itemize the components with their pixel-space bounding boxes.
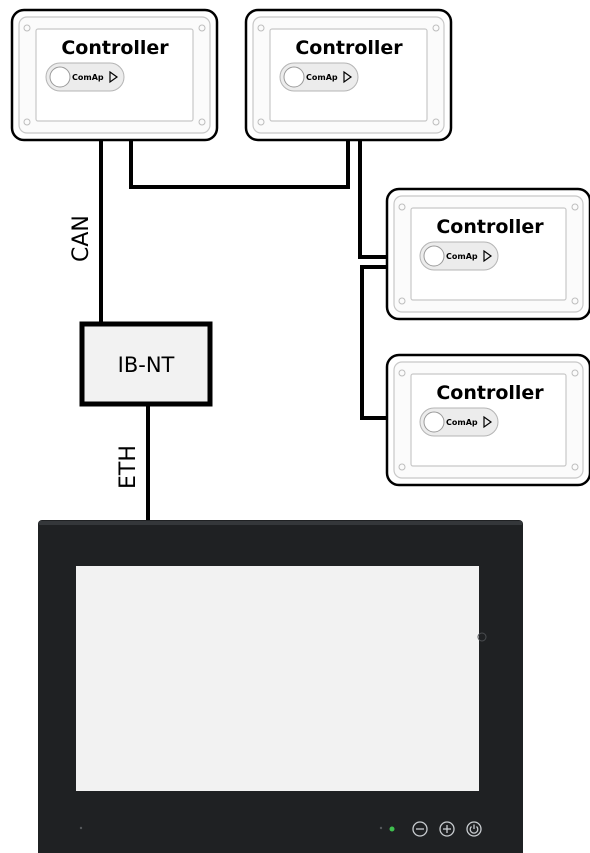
screw-icon (198, 118, 206, 126)
brand-arrow-icon (483, 415, 493, 429)
brand-arrow-icon (343, 70, 353, 84)
controller-2: Controller ComAp (244, 8, 453, 142)
screw-icon (432, 24, 440, 32)
screw-icon (398, 369, 406, 377)
power-button[interactable] (466, 821, 482, 837)
controller-link-wire (129, 137, 350, 189)
brand-arrow-icon (109, 70, 119, 84)
screw-icon (398, 463, 406, 471)
screw-icon (571, 369, 579, 377)
badge-button-icon (423, 245, 445, 267)
screw-icon (257, 118, 265, 126)
status-led (389, 826, 395, 832)
wiring (99, 137, 392, 520)
branch-wire (360, 265, 392, 420)
bezel-highlight (39, 521, 522, 525)
minus-icon (412, 821, 428, 837)
controller-3: Controller ComAp (385, 187, 590, 321)
screw-icon (398, 203, 406, 211)
plus-icon (439, 821, 455, 837)
bus-wire (358, 137, 392, 259)
screw-icon (198, 24, 206, 32)
brand-text: ComAp (446, 418, 478, 427)
brand-arrow-icon (483, 249, 493, 263)
badge-button-icon (49, 66, 71, 88)
screw-icon (398, 297, 406, 305)
screw-icon (23, 118, 31, 126)
minus-button[interactable] (412, 821, 428, 837)
screw-icon (432, 118, 440, 126)
indicator-dot (379, 826, 383, 830)
controller-title: Controller (295, 37, 403, 59)
screw-icon (23, 24, 31, 32)
brand-text: ComAp (306, 73, 338, 82)
controller-title: Controller (61, 37, 169, 59)
display-screen (76, 566, 479, 791)
brand-text: ComAp (446, 252, 478, 261)
controller-title: Controller (436, 382, 544, 404)
screw-icon (571, 463, 579, 471)
controller-title: Controller (436, 216, 544, 238)
registered-mark-icon (477, 632, 487, 642)
power-icon (466, 821, 482, 837)
gateway-label: IB-NT (118, 353, 175, 377)
controller-4: Controller ComAp (385, 353, 590, 487)
controller-1: Controller ComAp (10, 8, 219, 142)
badge-button-icon (423, 411, 445, 433)
plus-button[interactable] (439, 821, 455, 837)
brand-text: ComAp (72, 73, 104, 82)
eth-label: ETH (116, 445, 141, 489)
ib-nt-gateway: IB-NT (79, 321, 213, 407)
sensor-dot (79, 826, 83, 830)
badge-button-icon (283, 66, 305, 88)
screw-icon (257, 24, 265, 32)
display-terminal (38, 520, 523, 853)
power-icon-arc (469, 826, 479, 834)
screw-icon (571, 297, 579, 305)
can-label: CAN (69, 215, 94, 262)
screw-icon (571, 203, 579, 211)
gateway-box (79, 321, 213, 407)
